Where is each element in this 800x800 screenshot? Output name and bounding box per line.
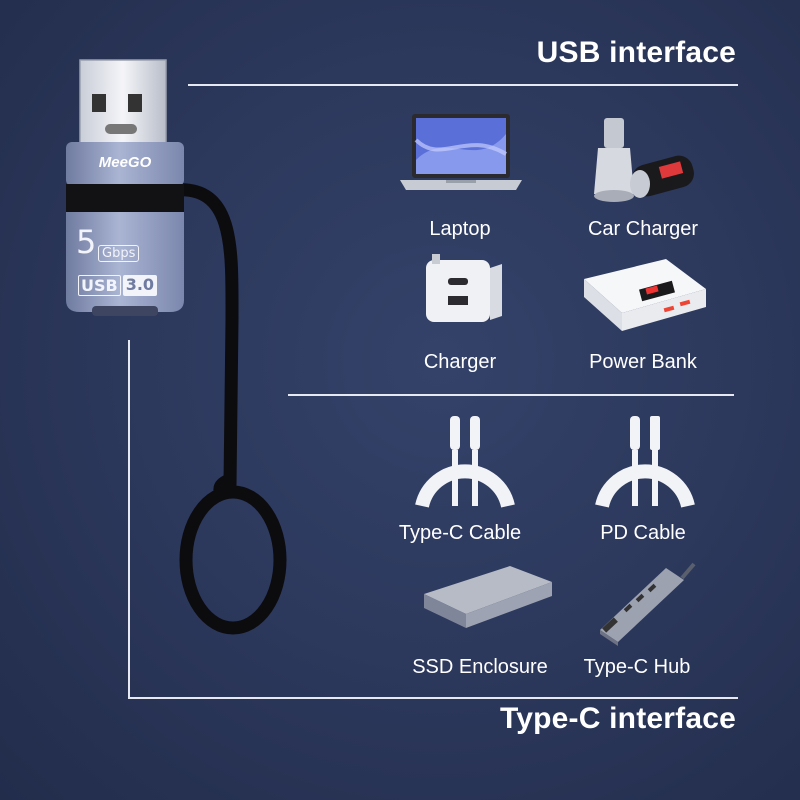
pd-cable-icon [595, 416, 695, 508]
speed-digit: 5 [76, 223, 97, 261]
device-label-type-c-cable: Type-C Cable [398, 522, 522, 544]
laptop-icon [400, 114, 522, 190]
usb-heading-underline [188, 84, 738, 86]
type-c-hub-icon [600, 562, 696, 646]
type-c-interface-heading: Type-C interface [499, 702, 736, 735]
charger-icon [426, 254, 502, 322]
usb-version-b: 3.0 [122, 275, 158, 296]
device-label-charger: Charger [423, 351, 497, 373]
section-divider [288, 394, 734, 396]
device-label-type-c-hub: Type-C Hub [583, 656, 691, 678]
device-label-power-bank: Power Bank [589, 351, 697, 373]
car-charger-icon [594, 118, 694, 202]
type-c-bracket-horizontal [128, 697, 738, 699]
device-label-ssd-enclosure: SSD Enclosure [412, 656, 548, 678]
type-c-cable-icon [415, 416, 515, 508]
power-bank-icon [584, 259, 706, 331]
brand-logo-text: MeeGO [98, 154, 152, 171]
usb-interface-heading: USB interface [536, 36, 736, 69]
speed-unit: Gbps [98, 245, 140, 262]
device-label-laptop: Laptop [429, 218, 491, 240]
device-label-car-charger: Car Charger [587, 218, 699, 240]
ssd-enclosure-icon [424, 566, 552, 628]
usb-version-a: USB [78, 275, 121, 296]
usb-adapter-illustration [66, 59, 287, 635]
usb-version-label: USB 3.0 [78, 275, 158, 296]
type-c-bracket-vertical [128, 340, 130, 698]
device-label-pd-cable: PD Cable [600, 522, 686, 544]
